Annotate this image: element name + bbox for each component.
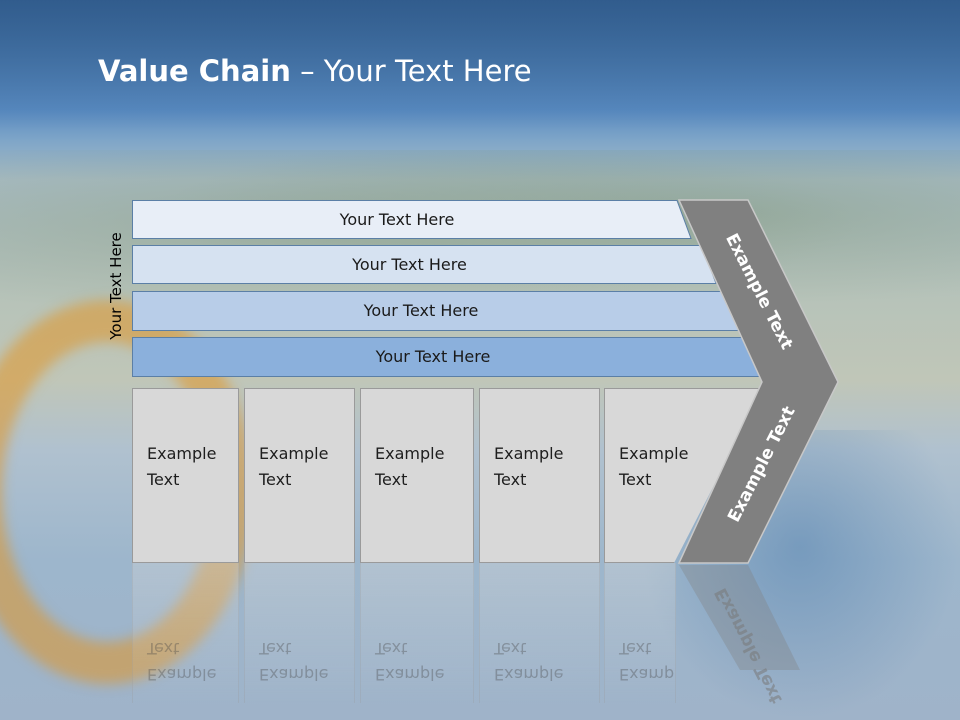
example-box-1-line1: Example: [147, 444, 217, 463]
example-box-1-line2: Text: [147, 470, 180, 489]
example-box-4-line2: Text: [494, 470, 527, 489]
title-bold: Value Chain: [98, 54, 291, 88]
bar-1-shape: [132, 200, 692, 239]
slide-title: Value Chain – Your Text Here: [98, 54, 532, 88]
bar-2-shape: [132, 245, 717, 284]
title-rest: – Your Text Here: [290, 54, 532, 88]
example-box-5-line2: Text: [619, 470, 652, 489]
example-box-5-line1: Example: [619, 444, 689, 463]
bar-2-label: Your Text Here: [352, 255, 467, 274]
example-box-2-line2: Text: [259, 470, 292, 489]
example-box-2-line1: Example: [259, 444, 329, 463]
example-box-1: Example Text: [132, 388, 239, 563]
bar-3: Your Text Here: [132, 291, 740, 331]
bar-4-label: Your Text Here: [375, 347, 491, 366]
example-box-3-line2: Text: [375, 470, 408, 489]
bar-2: Your Text Here: [132, 245, 717, 284]
bar-3-label: Your Text Here: [363, 301, 479, 320]
background-sky: [0, 0, 960, 130]
bar-1-label: Your Text Here: [339, 210, 455, 229]
bar-1: Your Text Here: [132, 200, 692, 239]
chevron-reflection: [679, 565, 800, 670]
example-box-3: Example Text: [360, 388, 474, 563]
example-box-4-line1: Example: [494, 444, 564, 463]
example-box-3-line1: Example: [375, 444, 445, 463]
example-box-2: Example Text: [244, 388, 355, 563]
bar-4: Your Text Here: [132, 337, 764, 377]
chevron-shape: [677, 199, 839, 564]
example-box-4: Example Text: [479, 388, 600, 563]
